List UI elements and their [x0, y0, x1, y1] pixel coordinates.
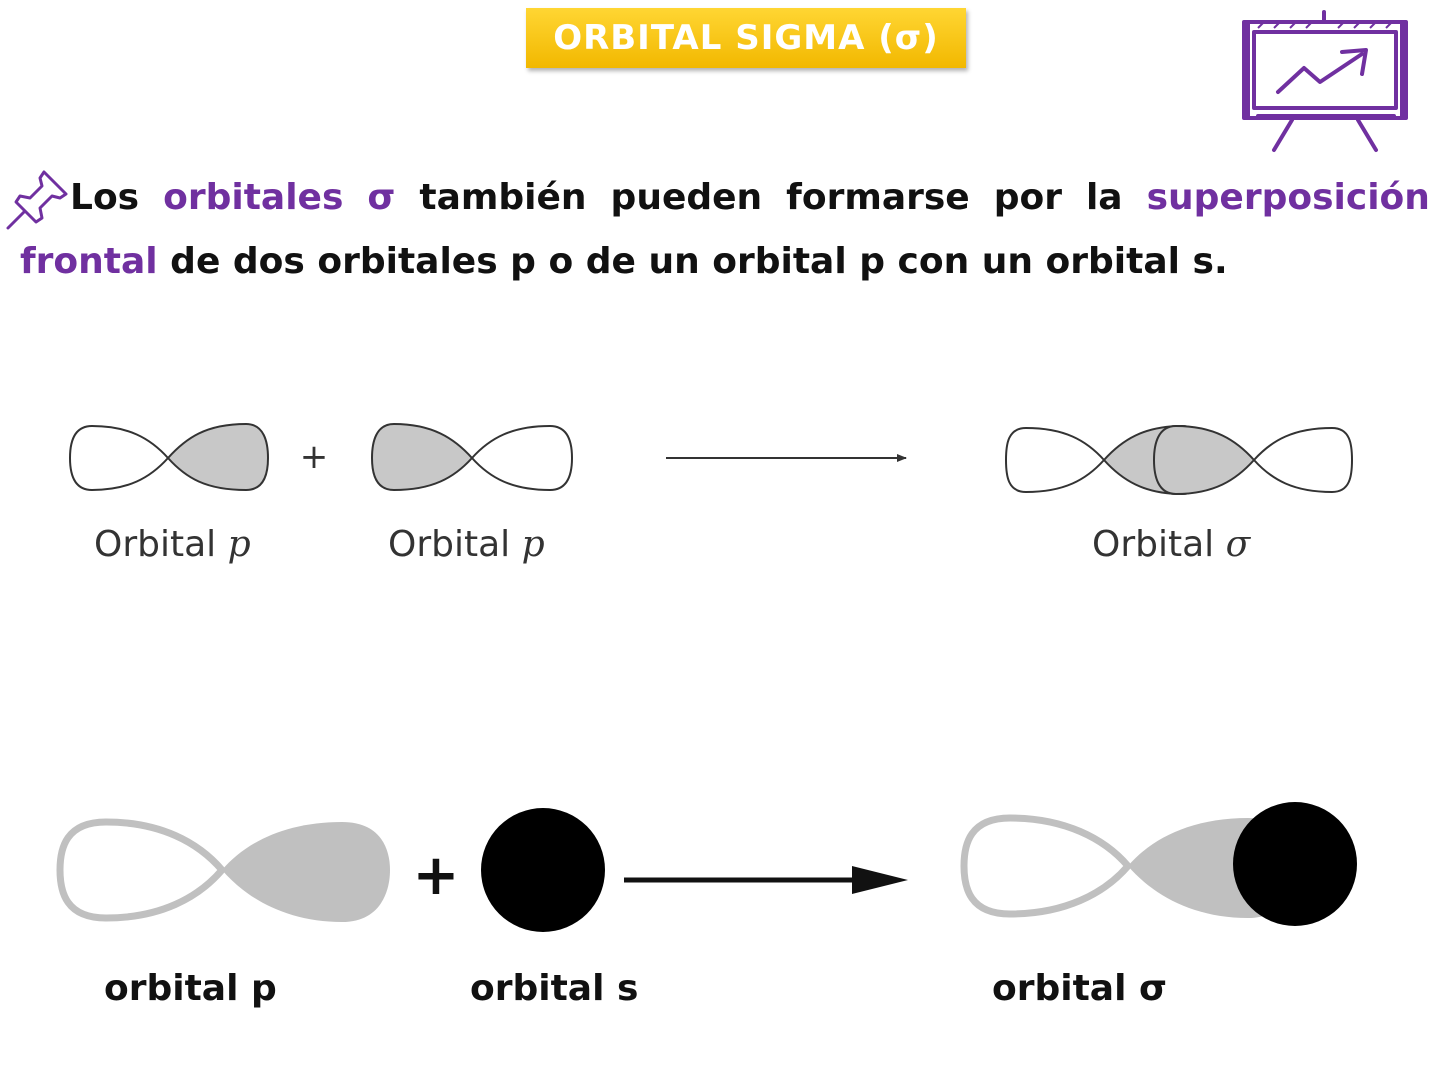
paragraph-line-1: Los orbitales σ también pueden formarse …: [70, 176, 1430, 220]
p-orbital-left-diagram: [68, 422, 270, 492]
label-orbital-sigma-bottom: orbital σ: [992, 968, 1168, 1009]
word-tambien: también: [419, 177, 587, 218]
lobe-right-shaded: [166, 422, 270, 492]
word-pueden: pueden: [610, 177, 763, 218]
label-orbital-s-bottom: orbital s: [470, 968, 639, 1009]
word-orbitales: orbitales: [163, 177, 344, 218]
sigma-lobe-right-empty: [1252, 426, 1354, 494]
p-orbital-middle-diagram: [370, 422, 574, 492]
label-orbital-p-middle: Orbital p: [388, 524, 545, 565]
word-los: Los: [70, 177, 140, 218]
s-orbital-circle: [481, 808, 605, 932]
word-frontal: frontal: [20, 241, 158, 282]
word-superposicion: superposición: [1146, 177, 1430, 218]
lobe-left-empty: [68, 424, 170, 492]
p-lobe-right-shaded: [222, 822, 390, 922]
label-orbital-p-left: Orbital p: [94, 524, 251, 565]
sigma-orbital-diagram: [1004, 424, 1354, 496]
word-sigma: σ: [367, 177, 396, 218]
title-badge: ORBITAL SIGMA (σ): [526, 8, 966, 68]
sigma-ps-s-circle: [1233, 802, 1357, 926]
word-por: por: [993, 177, 1062, 218]
sigma-lobe-overlap-b: [1152, 424, 1256, 496]
word-la: la: [1085, 177, 1123, 218]
sigma-ps-orbital-diagram: [960, 802, 1357, 926]
plus-sign-bottom: +: [413, 843, 460, 908]
arrow-bottom: [624, 866, 908, 894]
plus-sign-top: +: [300, 437, 329, 477]
sigma-ps-lobe-left-empty: [960, 814, 1133, 918]
word-formarse: formarse: [786, 177, 970, 218]
presentation-board-icon: [1242, 10, 1408, 152]
sigma-lobe-left-empty: [1004, 426, 1106, 494]
line2-rest: de dos orbitales p o de un orbital p con…: [170, 241, 1228, 282]
lobe-right-empty: [470, 424, 574, 492]
paragraph-line-2: frontal de dos orbitales p o de un orbit…: [20, 240, 1228, 284]
p-orbital-bold-diagram: [56, 818, 390, 922]
pushpin-icon: [6, 170, 68, 230]
label-orbital-p-bottom: orbital p: [104, 968, 277, 1009]
label-orbital-sigma-top: Orbital σ: [1092, 524, 1251, 565]
title-text: ORBITAL SIGMA (σ): [553, 18, 939, 58]
lobe-left-shaded: [370, 422, 474, 492]
p-lobe-left-empty: [56, 818, 227, 922]
